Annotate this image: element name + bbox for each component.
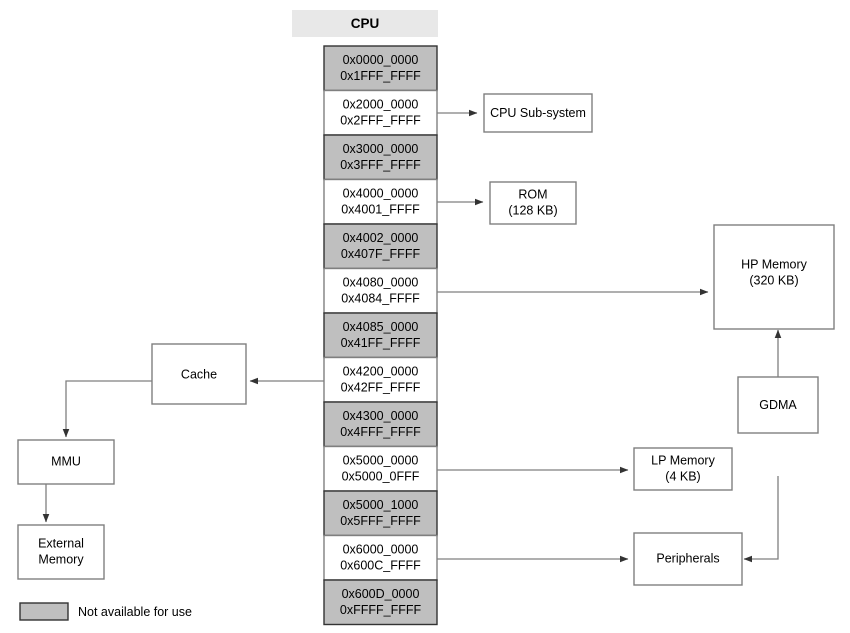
block-external-memory[interactable]: External Memory [17, 524, 105, 580]
legend-swatch [19, 602, 69, 621]
memory-region-10[interactable] [323, 445, 438, 492]
memory-region-4[interactable] [323, 178, 438, 225]
memory-region-9-end: 0x4FFF_FFFF [340, 425, 421, 439]
memory-region-5[interactable] [323, 223, 438, 270]
memory-region-2[interactable] [323, 89, 438, 136]
block-hp-memory-label: HP Memory [741, 257, 808, 271]
connector-gdma-peripherals [743, 476, 779, 563]
legend: Not available for use [19, 602, 192, 621]
legend-label: Not available for use [78, 605, 192, 619]
block-lp-memory[interactable]: LP Memory (4 KB) [633, 447, 733, 491]
memory-region-10-start: 0x5000_0000 [343, 453, 419, 467]
memory-region-9-start: 0x4300_0000 [343, 409, 419, 423]
memory-region-7-end: 0x41FF_FFFF [341, 336, 421, 350]
memory-region-1-end: 0x1FFF_FFFF [340, 69, 421, 83]
memory-region-9[interactable] [323, 401, 438, 448]
memory-region-6-start: 0x4080_0000 [343, 275, 419, 289]
memory-region-8-end: 0x42FF_FFFF [341, 380, 421, 394]
memory-region-6[interactable] [323, 267, 438, 314]
memory-region-5-end: 0x407F_FFFF [341, 247, 421, 261]
block-cpu-subsystem-label: CPU Sub-system [490, 106, 586, 120]
block-cache-label: Cache [181, 367, 217, 381]
memory-region-12[interactable] [323, 534, 438, 581]
memory-region-7-start: 0x4085_0000 [343, 320, 419, 334]
block-gdma-label: GDMA [759, 398, 797, 412]
memory-region-1-start: 0x0000_0000 [343, 53, 419, 67]
memory-region-7[interactable] [323, 312, 438, 359]
memory-region-11-start: 0x5000_1000 [343, 498, 419, 512]
memory-region-12-end: 0x600C_FFFF [340, 558, 421, 572]
block-rom-sublabel: (128 KB) [508, 203, 557, 217]
block-mmu[interactable]: MMU [17, 439, 115, 485]
cpu-header-bar [292, 10, 438, 37]
memory-region-10-end: 0x5000_0FFF [342, 469, 420, 483]
block-gdma[interactable]: GDMA [737, 376, 819, 434]
block-peripherals[interactable]: Peripherals [633, 532, 743, 586]
block-cache[interactable]: Cache [151, 343, 247, 405]
memory-region-2-start: 0x2000_0000 [343, 97, 419, 111]
memory-region-4-end: 0x4001_FFFF [341, 202, 420, 216]
memory-region-8[interactable] [323, 356, 438, 403]
memory-region-11[interactable] [323, 490, 438, 537]
memory-region-1[interactable] [323, 45, 438, 92]
memory-region-2-end: 0x2FFF_FFFF [340, 113, 421, 127]
memory-region-8-start: 0x4200_0000 [343, 364, 419, 378]
cpu-header-label: CPU [351, 16, 380, 31]
block-rom[interactable]: ROM (128 KB) [489, 181, 577, 225]
memory-region-12-start: 0x6000_0000 [343, 542, 419, 556]
block-external-memory-sublabel: Memory [38, 552, 84, 566]
memory-region-13-start: 0x600D_0000 [342, 587, 420, 601]
block-lp-memory-label: LP Memory [651, 453, 715, 467]
block-lp-memory-sublabel: (4 KB) [665, 469, 700, 483]
memory-region-3[interactable] [323, 134, 438, 181]
block-external-memory-label: External [38, 536, 84, 550]
memory-region-13-end: 0xFFFF_FFFF [340, 603, 422, 617]
block-cpu-subsystem[interactable]: CPU Sub-system [483, 93, 593, 133]
memory-map-column: 0x0000_0000 0x1FFF_FFFF 0x2000_0000 0x2FFF_… [323, 45, 438, 626]
memory-region-11-end: 0x5FFF_FFFF [340, 514, 421, 528]
memory-region-5-start: 0x4002_0000 [343, 231, 419, 245]
block-rom-label: ROM [518, 187, 547, 201]
memory-region-4-start: 0x4000_0000 [343, 186, 419, 200]
memory-region-3-end: 0x3FFF_FFFF [340, 158, 421, 172]
memory-region-3-start: 0x3000_0000 [343, 142, 419, 156]
memory-region-13[interactable] [323, 579, 438, 626]
block-hp-memory-sublabel: (320 KB) [749, 273, 798, 287]
memory-region-6-end: 0x4084_FFFF [341, 291, 420, 305]
block-peripherals-label: Peripherals [656, 551, 719, 565]
block-hp-memory[interactable]: HP Memory (320 KB) [713, 224, 835, 330]
connector-cache-mmu [62, 380, 152, 438]
block-mmu-label: MMU [51, 454, 81, 468]
